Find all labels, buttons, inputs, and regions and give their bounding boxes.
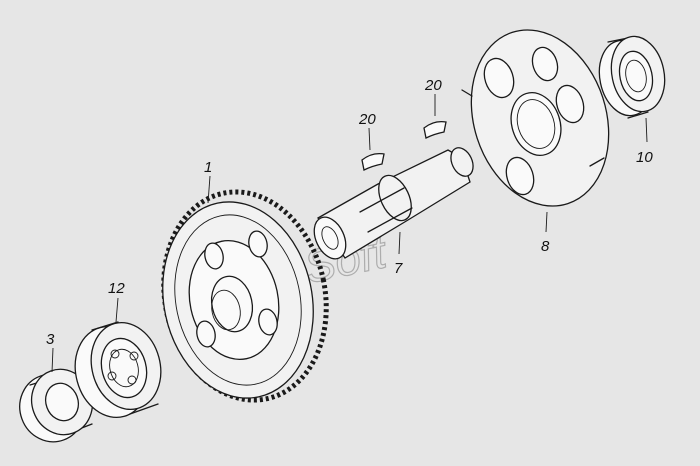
bearing-part-12 — [74, 321, 162, 419]
bearing-part-10 — [598, 35, 666, 119]
callout-20-left: 20 — [358, 111, 376, 128]
callout-1: 1 — [204, 159, 212, 176]
flange-part-8 — [461, 29, 610, 207]
key-part-20-right — [423, 120, 447, 139]
gear-part-1 — [161, 189, 329, 403]
ring-part-3 — [19, 368, 94, 443]
callout-8: 8 — [541, 238, 550, 255]
callout-20-right: 20 — [424, 77, 442, 94]
key-part-20-left — [361, 152, 385, 171]
leader-lines — [51, 94, 648, 373]
callout-12: 12 — [108, 280, 125, 297]
callout-7: 7 — [394, 260, 403, 277]
callout-10: 10 — [636, 149, 653, 166]
callout-3: 3 — [46, 331, 55, 348]
shaft-part-7 — [313, 147, 474, 260]
